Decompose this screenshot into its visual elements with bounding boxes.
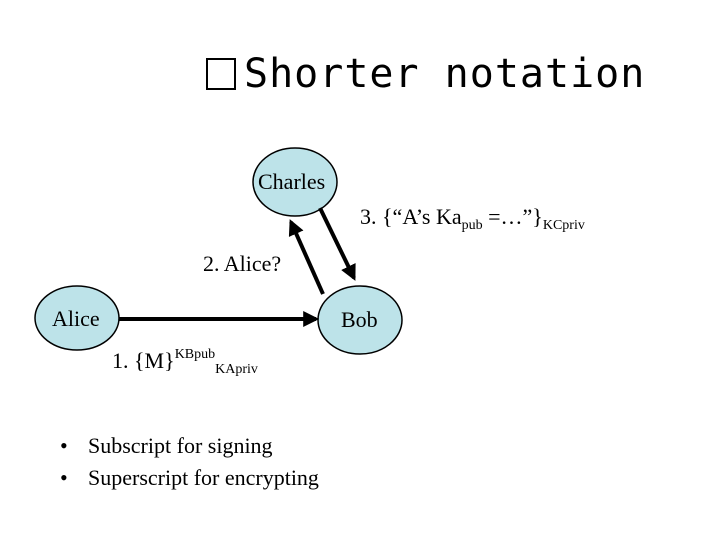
charles-label: Charles	[258, 169, 326, 194]
message-1-sup: KBpub	[174, 347, 216, 362]
message-1-label: 1. {M}KBpubKApriv	[112, 343, 258, 382]
message-2-label: 2. Alice?	[203, 252, 281, 276]
bullet-text: Superscript for encrypting	[88, 465, 319, 490]
bullet-dot-icon: •	[60, 465, 68, 490]
message-3-sub2: KCpriv	[542, 218, 585, 233]
bullet-text: Subscript for signing	[88, 433, 273, 458]
message-3-prefix: 3. {“A’s Ka	[360, 204, 462, 229]
charles-node	[252, 147, 338, 217]
message-1-sub: KApriv	[215, 362, 258, 377]
bullet-dot-icon: •	[60, 433, 68, 458]
title-box-glyph	[206, 58, 236, 90]
bullet-item: • Subscript for signing	[60, 430, 319, 462]
arrow-bob-to-charles	[288, 219, 325, 295]
bullet-item: • Superscript for encrypting	[60, 462, 319, 494]
slide-title: Shorter notation	[206, 52, 645, 96]
message-3-label: 3. {“A’s Kapub =…”}KCpriv	[360, 205, 585, 238]
message-1-prefix: 1. {M}	[112, 348, 175, 373]
message-3-sub1: pub	[461, 218, 483, 233]
message-3-middle: =…”}	[482, 204, 543, 229]
bob-label: Bob	[341, 307, 378, 332]
title-text: Shorter notation	[244, 51, 646, 97]
message-2-text: 2. Alice?	[203, 251, 282, 276]
bullet-list: • Subscript for signing • Superscript for …	[60, 430, 319, 494]
alice-label: Alice	[52, 306, 100, 331]
arrow-charles-to-bob	[318, 207, 356, 281]
